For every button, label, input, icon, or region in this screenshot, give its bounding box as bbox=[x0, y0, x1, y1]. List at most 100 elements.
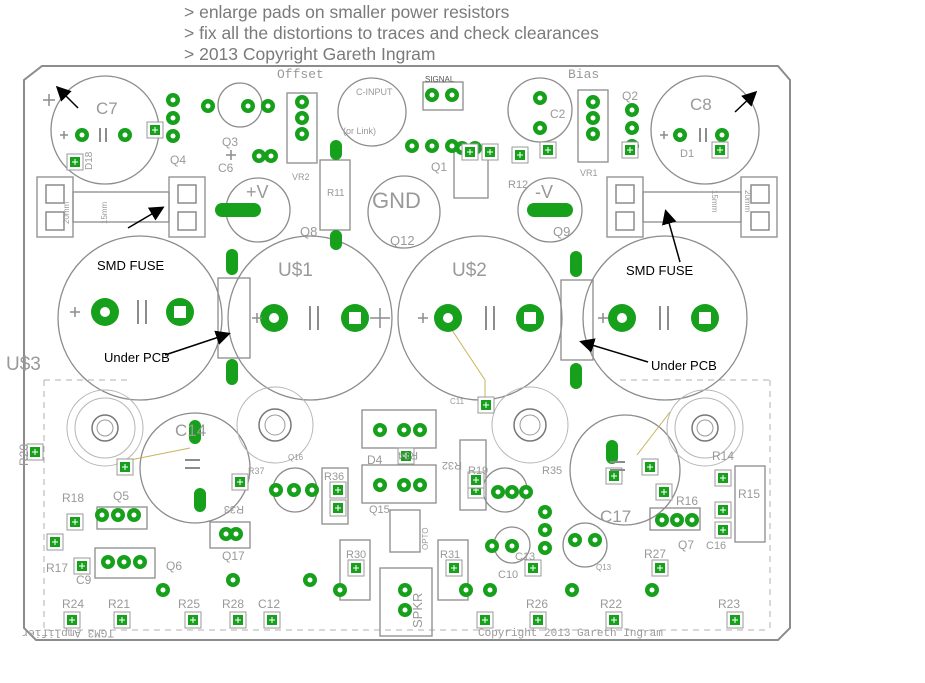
callout-smd-fuse-right: SMD FUSE bbox=[626, 263, 694, 278]
label-q6: Q6 bbox=[166, 559, 182, 573]
label-c14: C14 bbox=[175, 421, 206, 440]
label-vr1: VR1 bbox=[580, 168, 598, 178]
label-r15: R15 bbox=[738, 487, 760, 501]
label-15mm-right: 15mm bbox=[710, 190, 719, 213]
label-r28: R28 bbox=[222, 597, 244, 611]
cap-fuse-right-outline bbox=[582, 235, 748, 401]
cap-gnd-outline bbox=[367, 175, 441, 249]
label-signal: SIGNAL bbox=[425, 75, 455, 84]
design-notes: > enlarge pads on smaller power resistor… bbox=[184, 2, 599, 65]
mounting-holes bbox=[66, 386, 744, 467]
smd-pads bbox=[26, 121, 744, 629]
callout-arrows bbox=[55, 85, 758, 363]
label-r31: R31 bbox=[440, 549, 460, 561]
label-c2: C2 bbox=[550, 107, 566, 121]
label-d18: D18 bbox=[84, 151, 95, 170]
label-r14: R14 bbox=[712, 449, 734, 463]
oblong-pads bbox=[189, 140, 618, 512]
cap-c14-outline bbox=[139, 412, 251, 524]
label-q1: Q1 bbox=[431, 160, 447, 174]
cap-q13-outline bbox=[562, 522, 608, 568]
silk-labels: C7 C8 U$1 U$2 U$3 C14 C17 GND Q12 +V -V … bbox=[6, 67, 760, 640]
label-20mm-left: 20mm bbox=[62, 201, 71, 224]
cap-symbols bbox=[99, 128, 707, 471]
label-opto: OPTO bbox=[421, 527, 430, 550]
cap-us1-outline bbox=[227, 235, 393, 401]
label-20mm-right: 20mm bbox=[743, 190, 752, 213]
label-r27: R27 bbox=[644, 547, 666, 561]
label-c12: C12 bbox=[258, 597, 280, 611]
label-15mm-left: 15mm bbox=[100, 201, 109, 224]
label-r26: R26 bbox=[526, 597, 548, 611]
label-q4: Q4 bbox=[170, 153, 186, 167]
label-gnd: GND bbox=[372, 188, 421, 213]
label-r34: R34 bbox=[398, 449, 418, 461]
copyright-left: TGM3 Amplifier bbox=[22, 626, 114, 638]
label-c7: C7 bbox=[96, 99, 118, 118]
label-q2: Q2 bbox=[622, 89, 638, 103]
callout-under-pcb-right: Under PCB bbox=[651, 358, 717, 373]
label-r11: R11 bbox=[327, 188, 345, 199]
label-plus-v: +V bbox=[246, 182, 269, 202]
round-pads bbox=[75, 88, 729, 617]
label-c-input: C-INPUT bbox=[356, 87, 393, 97]
label-vr2: VR2 bbox=[292, 172, 310, 182]
label-c9: C9 bbox=[76, 573, 92, 587]
label-c10: C10 bbox=[498, 569, 518, 581]
label-q17: Q17 bbox=[222, 549, 245, 563]
callout-smd-fuse-left: SMD FUSE bbox=[97, 258, 165, 273]
label-r24: R24 bbox=[62, 597, 84, 611]
polarity-plus bbox=[43, 94, 668, 328]
fuse-terminals bbox=[45, 184, 770, 231]
label-r23: R23 bbox=[718, 597, 740, 611]
cap-c-input-outline bbox=[337, 77, 407, 147]
label-r33: R33 bbox=[224, 503, 244, 515]
label-r16: R16 bbox=[676, 494, 698, 508]
label-q5: Q5 bbox=[113, 489, 129, 503]
label-q15: Q15 bbox=[369, 504, 390, 516]
label-c6: C6 bbox=[218, 161, 234, 175]
label-q8: Q8 bbox=[300, 224, 317, 239]
label-minus-v: -V bbox=[535, 182, 553, 202]
label-us2: U$2 bbox=[452, 260, 487, 281]
label-r35: R35 bbox=[542, 465, 562, 477]
label-r21: R21 bbox=[108, 597, 130, 611]
board-outline bbox=[23, 65, 791, 641]
fuse-holders bbox=[36, 147, 778, 361]
label-q7: Q7 bbox=[678, 538, 694, 552]
label-c17: C17 bbox=[600, 507, 631, 526]
label-r25: R25 bbox=[178, 597, 200, 611]
label-or-link: (or Link) bbox=[343, 126, 376, 136]
label-r12: R12 bbox=[508, 179, 528, 191]
label-bias: Bias bbox=[568, 67, 599, 82]
note-line: > enlarge pads on smaller power resistor… bbox=[184, 2, 510, 22]
label-spkr: SPKR bbox=[410, 593, 425, 628]
big-cap-terminals bbox=[91, 298, 719, 332]
label-r17: R17 bbox=[46, 561, 68, 575]
cap-c17-outline bbox=[569, 414, 681, 526]
cap-fuse-left-outline bbox=[57, 235, 223, 401]
label-q16: Q16 bbox=[288, 453, 304, 462]
label-r20: R20 bbox=[17, 444, 31, 466]
cap-c8-outline bbox=[650, 75, 760, 185]
label-c8: C8 bbox=[690, 95, 712, 114]
big-caps bbox=[50, 75, 760, 568]
copyright-right: Copyright 2013 Gareth Ingram bbox=[478, 628, 663, 640]
label-c11: C11 bbox=[450, 397, 465, 406]
callout-under-pcb-left: Under PCB bbox=[104, 350, 170, 365]
cap-minusv-outline bbox=[517, 177, 583, 243]
label-q13: Q13 bbox=[596, 563, 612, 572]
dashed-outlines bbox=[43, 379, 771, 631]
label-q12: Q12 bbox=[390, 233, 415, 248]
label-d1: D1 bbox=[680, 148, 694, 160]
note-line: > 2013 Copyright Gareth Ingram bbox=[184, 44, 436, 64]
label-r36: R36 bbox=[324, 471, 344, 483]
connectors bbox=[94, 81, 766, 637]
label-c13: C13 bbox=[515, 551, 535, 563]
callout-labels: SMD FUSE SMD FUSE Under PCB Under PCB bbox=[97, 258, 717, 373]
note-line: > fix all the distortions to traces and … bbox=[184, 23, 599, 43]
label-q9: Q9 bbox=[553, 224, 570, 239]
label-r30: R30 bbox=[346, 549, 366, 561]
label-r19: R19 bbox=[468, 465, 488, 477]
